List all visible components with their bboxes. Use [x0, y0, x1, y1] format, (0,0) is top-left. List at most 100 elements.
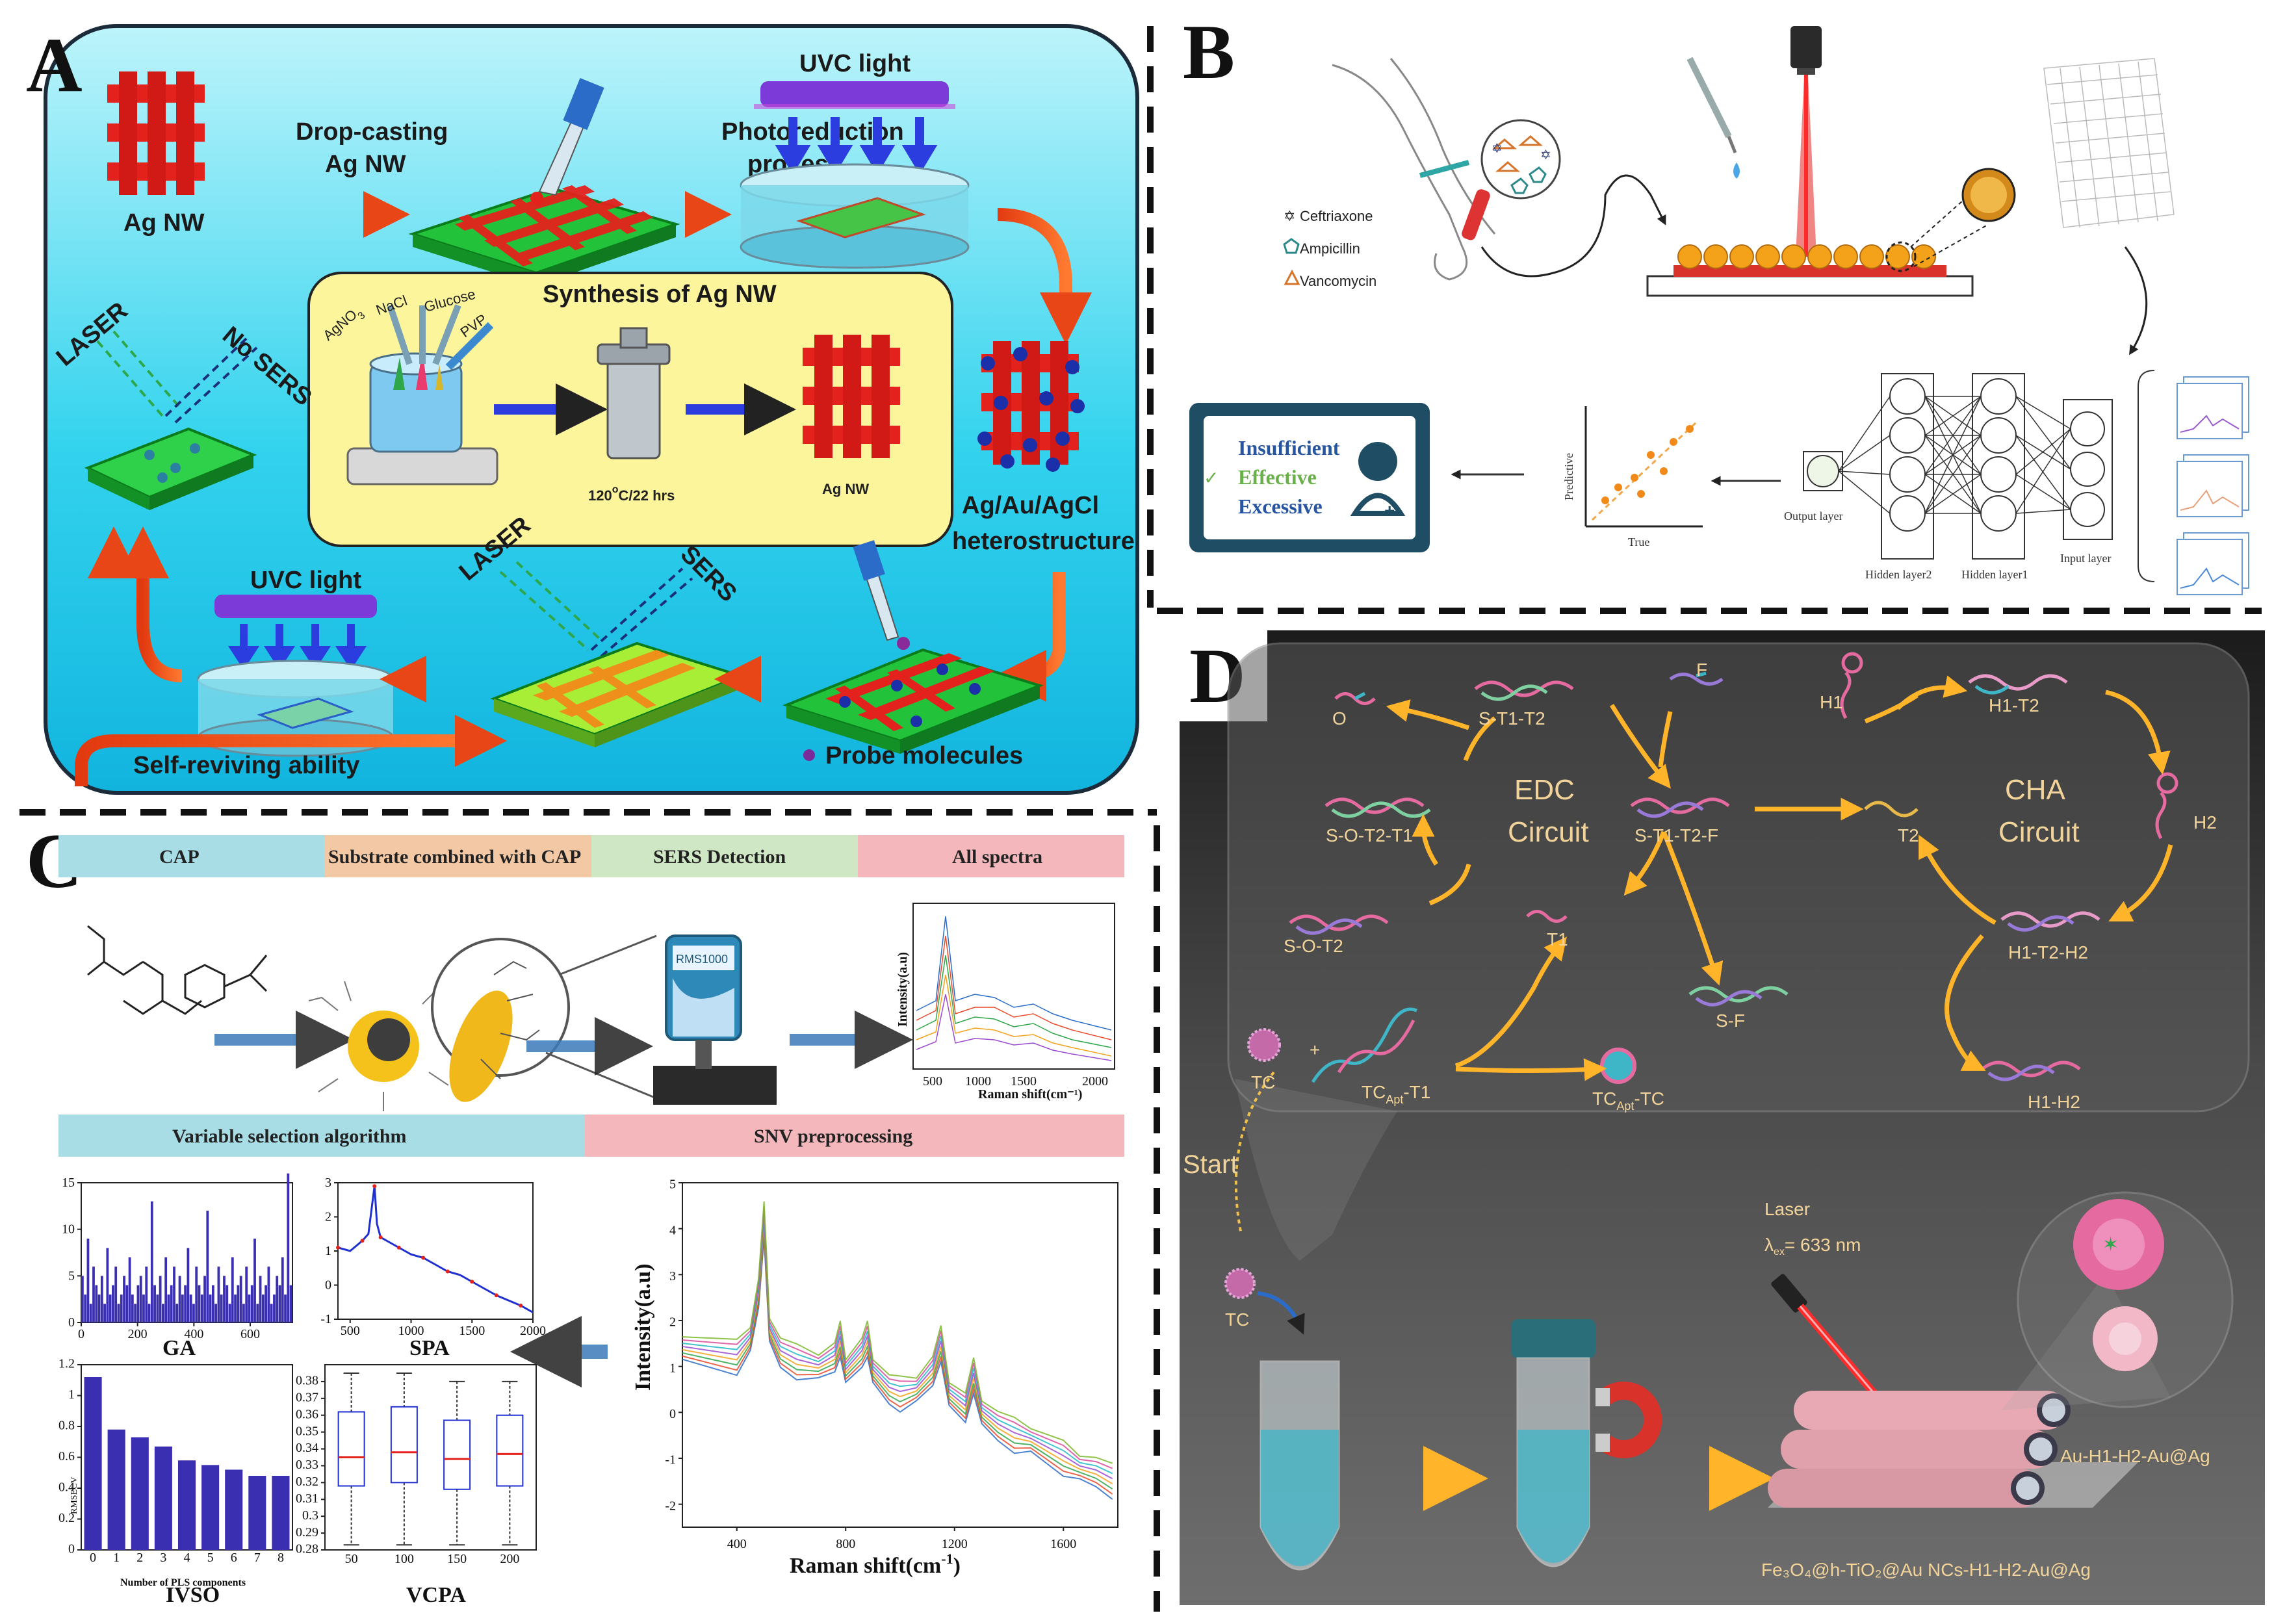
- ga-bar: [239, 1276, 242, 1322]
- ga-bar: [106, 1248, 109, 1322]
- spa-point: [494, 1293, 498, 1298]
- label-f: F: [1696, 660, 1707, 680]
- y-tick-label: 4: [669, 1223, 676, 1237]
- y-tick-label: 0.36: [296, 1407, 318, 1421]
- panel-b: B ✡ ✡ ✡ Ceftriaxone Ampicillin Vancomyci…: [1183, 8, 2249, 595]
- x-tick-label: 600: [240, 1327, 260, 1341]
- spa-point: [445, 1269, 450, 1274]
- ga-bar: [81, 1276, 84, 1322]
- label-s-o-t2-t1: S-O-T2-T1: [1326, 825, 1413, 845]
- ga-bar: [217, 1267, 220, 1322]
- legend-ampicillin: Ampicillin: [1300, 240, 1360, 257]
- hidden-layer2-label: Hidden layer2: [1865, 568, 1932, 581]
- probe-dot-icon: [803, 749, 815, 761]
- ga-bar: [117, 1304, 120, 1322]
- self-reviving-label: Self-reviving ability: [133, 752, 359, 779]
- x-tick-label: 800: [836, 1537, 855, 1551]
- y-tick-label: 0.35: [296, 1424, 318, 1438]
- ivso-x-tick-label: 1: [113, 1551, 120, 1565]
- y-tick-label: 5: [68, 1269, 75, 1283]
- panel-c: C CAP Substrate combined with CAP SERS D…: [26, 818, 1124, 1607]
- label-h1-t2-h2: H1-T2-H2: [2008, 942, 2088, 962]
- ivso-ylabel: RMSECV: [70, 1476, 79, 1514]
- predictive-axis-label: Predictive: [1562, 453, 1575, 500]
- panel-a: A Ag NW Drop-casting Ag NW: [26, 21, 1139, 795]
- y-tick-label: 1: [325, 1244, 331, 1258]
- excessive-label: Excessive: [1238, 495, 1323, 518]
- laser-beams-bottom: [499, 561, 693, 658]
- tube-2: [1511, 1319, 1662, 1567]
- ga-bar: [125, 1285, 129, 1322]
- tab-variable: Variable selection algorithm: [172, 1126, 407, 1147]
- label-tcapt-tc: TCApt-TC: [1592, 1089, 1664, 1113]
- heterostructure-label-1: Ag/Au/AgCl: [962, 492, 1099, 519]
- svg-text:✡: ✡: [1540, 148, 1551, 162]
- y-tick-label: 0.31: [296, 1491, 318, 1506]
- ga-bar: [267, 1267, 270, 1322]
- tab-cap-bg: [58, 835, 325, 877]
- ga-bar: [148, 1304, 151, 1322]
- arrow-a-self-reviving: [75, 715, 507, 786]
- snv-xlabel: Raman shift(cm-1): [790, 1551, 961, 1578]
- y-tick-label: 15: [62, 1176, 75, 1190]
- label-tc: TC: [1251, 1072, 1275, 1092]
- ga-bar: [187, 1248, 190, 1322]
- substrate-mesh-1: [408, 185, 680, 286]
- ivso-bar: [84, 1377, 102, 1550]
- y-tick-label: 0.6: [58, 1449, 75, 1463]
- dna-strands: [1289, 652, 2178, 1083]
- y-tick-label: 5: [669, 1178, 676, 1192]
- y-tick-label: 0.2: [58, 1511, 75, 1525]
- ga-bar: [226, 1285, 229, 1322]
- label-edc-1: EDC: [1514, 774, 1575, 806]
- ivso-xlabel: Number of PLS components: [120, 1577, 246, 1588]
- label-plus: +: [1310, 1040, 1320, 1060]
- substrate-probe: [782, 648, 1044, 754]
- ivso-bar: [177, 1460, 196, 1550]
- tube-1: [1260, 1360, 1340, 1571]
- substrate-label: Fe₃O₄@h-TiO₂@Au NCs-H1-H2-Au@Ag: [1761, 1560, 2091, 1580]
- y-tick-label: -1: [320, 1312, 331, 1326]
- ga-bar: [192, 1304, 195, 1322]
- ag-nw-mesh-mid: [803, 335, 900, 458]
- neural-network: [1803, 373, 2113, 560]
- ga-bar: [195, 1267, 198, 1322]
- vcpa-box: [496, 1414, 524, 1487]
- y-tick-label: 0.3: [302, 1508, 318, 1523]
- all-spectra-xlabel: Raman shift(cm⁻¹): [978, 1087, 1082, 1102]
- lattice-arrow: [2124, 246, 2148, 355]
- spa-point: [421, 1256, 426, 1260]
- nanoparticle-cluster: [308, 981, 452, 1111]
- ga-bar: [139, 1276, 142, 1322]
- ga-bar: [265, 1285, 268, 1322]
- y-tick-label: 3: [325, 1176, 331, 1190]
- label-start: Start: [1183, 1150, 1237, 1179]
- ga-bar: [270, 1304, 273, 1322]
- svg-text:500: 500: [923, 1074, 942, 1089]
- ga-bar: [95, 1285, 98, 1322]
- ga-bar: [86, 1239, 90, 1322]
- chart-frame: [682, 1182, 1118, 1528]
- ga-bar: [89, 1304, 92, 1322]
- x-tick-label: 0: [78, 1327, 84, 1341]
- label-s-o-t2: S-O-T2: [1284, 936, 1343, 956]
- all-spectra-ylabel: Intensity(a.u): [896, 952, 910, 1027]
- ivso-label: IVSO: [166, 1583, 220, 1607]
- ga-bar: [261, 1295, 265, 1322]
- ga-bar: [278, 1285, 281, 1322]
- ga-bar: [259, 1276, 262, 1322]
- svg-text:1500: 1500: [1011, 1074, 1037, 1089]
- dropper-icon: [1686, 57, 1740, 179]
- y-tick-label: 1: [669, 1361, 676, 1375]
- ga-bar: [92, 1267, 95, 1322]
- magnet-icon: [1596, 1382, 1662, 1458]
- lambda-label: λex= 633 nm: [1764, 1235, 1861, 1257]
- nc-substrate: [1768, 1391, 2138, 1508]
- probe-label: Probe molecules: [825, 742, 1023, 769]
- tab-substrate: Substrate combined with CAP: [328, 846, 581, 868]
- label-t2: T2: [1898, 825, 1919, 845]
- ga-bar: [145, 1267, 148, 1322]
- ivso-bar: [272, 1476, 290, 1550]
- true-axis-label: True: [1628, 535, 1649, 548]
